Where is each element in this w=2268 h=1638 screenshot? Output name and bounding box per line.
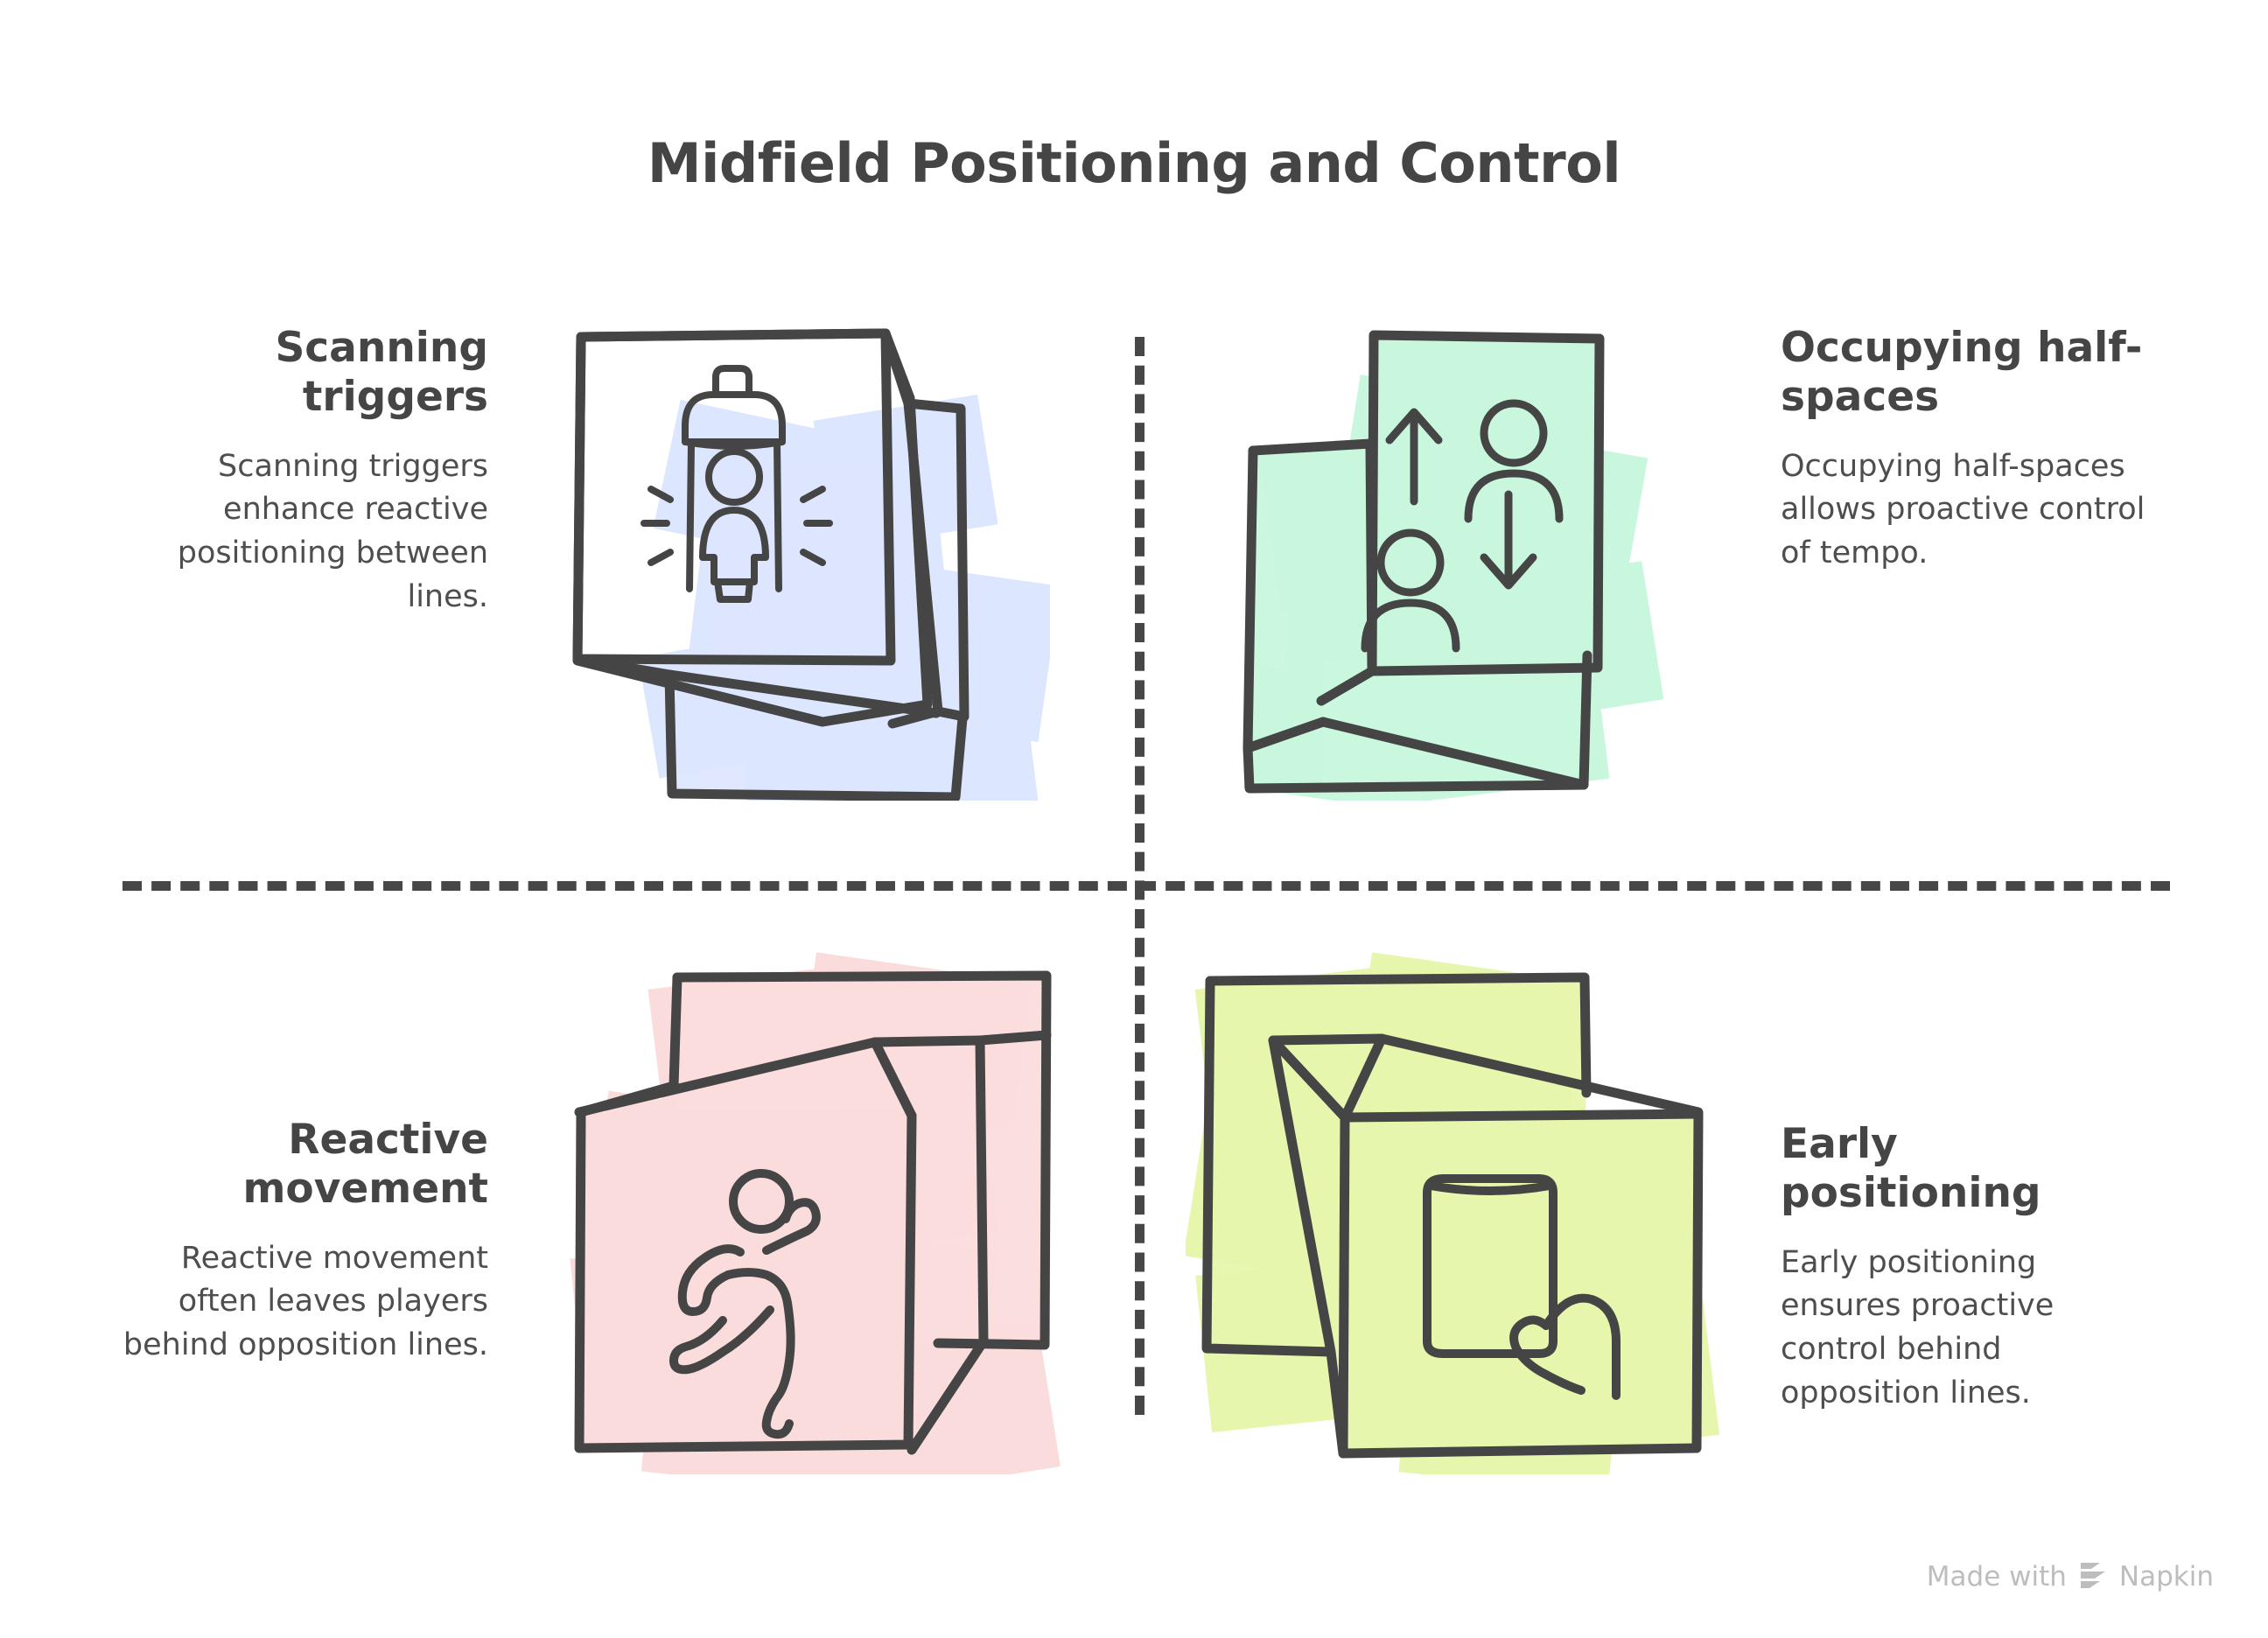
horizontal-divider bbox=[122, 881, 2170, 891]
made-with-napkin-footer[interactable]: Made with Napkin bbox=[1927, 1561, 2214, 1592]
quadrant-heading-top-right: Occupying half-spaces bbox=[1781, 324, 2143, 422]
made-with-label: Made with bbox=[1926, 1561, 2067, 1592]
scanner-alert-lines-icon bbox=[640, 486, 833, 566]
quadrant-text-top-right: Occupying half-spaces Occupying half-spa… bbox=[1781, 324, 2157, 576]
quadrant-text-bottom-right: Early positioning Early positioning ensu… bbox=[1781, 1120, 2157, 1416]
hand-tapping-card-icon bbox=[1423, 1174, 1620, 1400]
vertical-divider bbox=[1135, 337, 1144, 1415]
quadrant-body-bottom-right: Early positioning ensures proactive cont… bbox=[1781, 1244, 2054, 1410]
quadrant-body-bottom-left: Reactive movement often leaves players b… bbox=[122, 1240, 488, 1363]
illustration-bottom-right bbox=[1186, 949, 1728, 1474]
illustration-top-right bbox=[1216, 311, 1706, 801]
illustration-top-left bbox=[560, 311, 1050, 801]
quadrant-heading-top-left: Scanning triggers bbox=[275, 324, 488, 422]
quadrant-text-bottom-left: Reactive movement Reactive movement ofte… bbox=[112, 1116, 488, 1368]
running-person-icon bbox=[669, 1169, 821, 1439]
quadrant-body-top-right: Occupying half-spaces allows proactive c… bbox=[1781, 448, 2146, 571]
two-people-with-up-and-down-arrows-icon bbox=[1361, 399, 1564, 653]
quadrant-text-top-left: Scanning triggers Scanning triggers enha… bbox=[112, 324, 488, 620]
page-title: Midfield Positioning and Control bbox=[647, 131, 1621, 195]
person-in-scanner-gate-icon bbox=[682, 365, 786, 603]
illustration-bottom-left bbox=[560, 949, 1085, 1474]
brand-label: Napkin bbox=[2118, 1561, 2214, 1592]
quadrant-heading-bottom-right: Early positioning bbox=[1781, 1120, 2041, 1218]
napkin-logo-icon bbox=[2080, 1563, 2105, 1588]
quadrant-heading-bottom-left: Reactive movement bbox=[242, 1116, 488, 1214]
quadrant-body-top-left: Scanning triggers enhance reactive posit… bbox=[177, 448, 488, 614]
